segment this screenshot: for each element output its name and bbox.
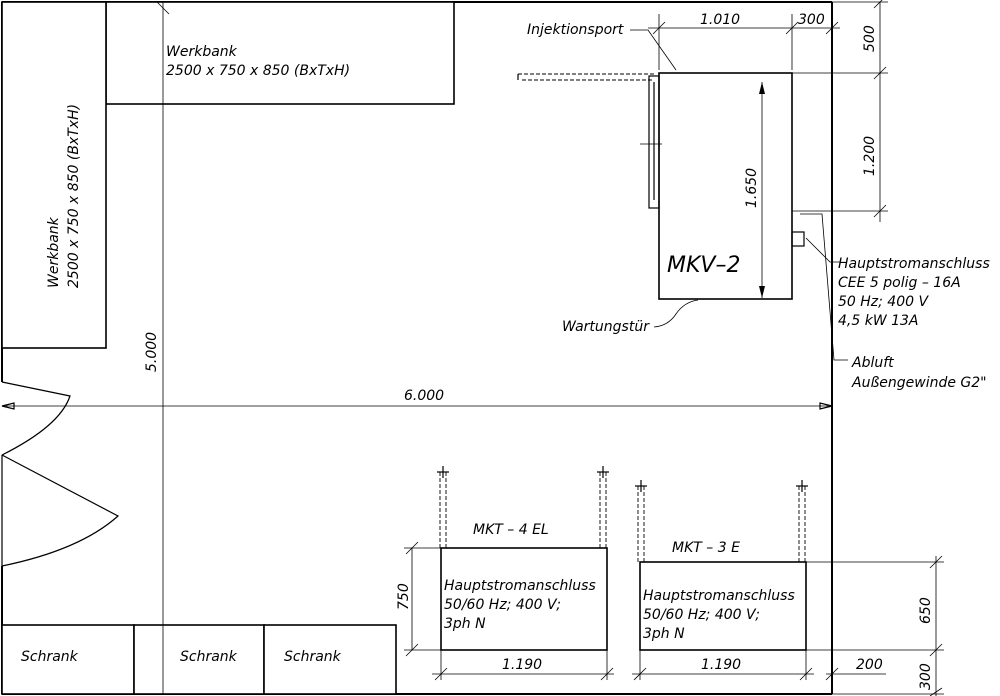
mkt4-line3: 3ph N [444, 616, 486, 632]
injektionsport-callout: Injektionsport [527, 22, 677, 71]
hauptstrom-title: Hauptstromanschluss [838, 256, 990, 272]
dim-right-top: 500 1.200 [792, 0, 888, 222]
injektionsport-label: Injektionsport [527, 22, 624, 38]
dim-top-row: 1.010 300 [648, 12, 840, 70]
dim-300-top-text: 300 [798, 12, 825, 28]
mkv2-unit: MKV–2 1.650 [517, 72, 805, 300]
mkv2-label: MKV–2 [667, 253, 740, 278]
mkt3-line2: 50/60 Hz; 400 V; [643, 607, 760, 623]
schrank-1-label: Schrank [21, 649, 79, 665]
door-swing [1, 381, 120, 567]
dim-500-text: 500 [862, 25, 878, 52]
mkt3-line3: 3ph N [643, 626, 685, 642]
schrank-2-label: Schrank [180, 649, 238, 665]
dim-300-bottom-text: 300 [918, 663, 934, 690]
mkt4-line1: Hauptstromanschluss [444, 578, 596, 594]
dim-200-text: 200 [856, 657, 883, 673]
dim-6000: 6.000 [1, 388, 833, 410]
wartungstuer-callout: Wartungstür [562, 299, 699, 335]
mkt4-title: MKT – 4 EL [473, 522, 549, 538]
wartungstuer-label: Wartungstür [562, 319, 650, 335]
werkbank-left: Werkbank 2500 x 750 x 850 (BxTxH) [1, 1, 107, 349]
abluft-line1: Außengewinde G2" [851, 375, 987, 391]
hauptstrom-line2: 50 Hz; 400 V [838, 294, 929, 310]
dim-5000: 5.000 [144, 1, 170, 695]
dim-650-text: 650 [918, 597, 934, 624]
dim-1190-b-text: 1.190 [701, 657, 741, 673]
hauptstrom-callout: Hauptstromanschluss CEE 5 polig – 16A 50… [805, 237, 990, 329]
dim-750-text: 750 [396, 583, 412, 610]
dim-5000-text: 5.000 [144, 332, 160, 372]
dim-1010-text: 1.010 [700, 12, 740, 28]
dim-6000-text: 6.000 [404, 388, 444, 404]
werkbank-top-dims: 2500 x 750 x 850 (BxTxH) [166, 63, 350, 79]
hauptstrom-line3: 4,5 kW 13A [838, 313, 919, 329]
werkbank-left-dims: 2500 x 750 x 850 (BxTxH) [66, 104, 82, 288]
werkbank-top: Werkbank 2500 x 750 x 850 (BxTxH) [105, 1, 455, 105]
dim-1650-text: 1.650 [744, 168, 760, 208]
schrank-3-label: Schrank [284, 649, 342, 665]
hauptstrom-line1: CEE 5 polig – 16A [838, 275, 961, 291]
abluft-title: Abluft [851, 355, 894, 371]
dim-1200-text: 1.200 [862, 136, 878, 176]
mkt4-line2: 50/60 Hz; 400 V; [444, 597, 561, 613]
schraenke: Schrank Schrank Schrank [1, 624, 397, 695]
mkt3-line1: Hauptstromanschluss [643, 588, 795, 604]
dim-right-bottom: 650 300 200 [806, 555, 944, 696]
dim-1190-a-text: 1.190 [502, 657, 542, 673]
mkt4-unit: MKT – 4 EL Hauptstromanschluss 50/60 Hz;… [396, 466, 614, 681]
werkbank-left-label: Werkbank [46, 216, 62, 288]
mkt3-unit: MKT – 3 E Hauptstromanschluss 50/60 Hz; … [632, 480, 814, 681]
werkbank-top-label: Werkbank [166, 44, 238, 60]
mkt3-title: MKT – 3 E [672, 540, 740, 556]
abluft-callout: Abluft Außengewinde G2" [800, 213, 987, 391]
